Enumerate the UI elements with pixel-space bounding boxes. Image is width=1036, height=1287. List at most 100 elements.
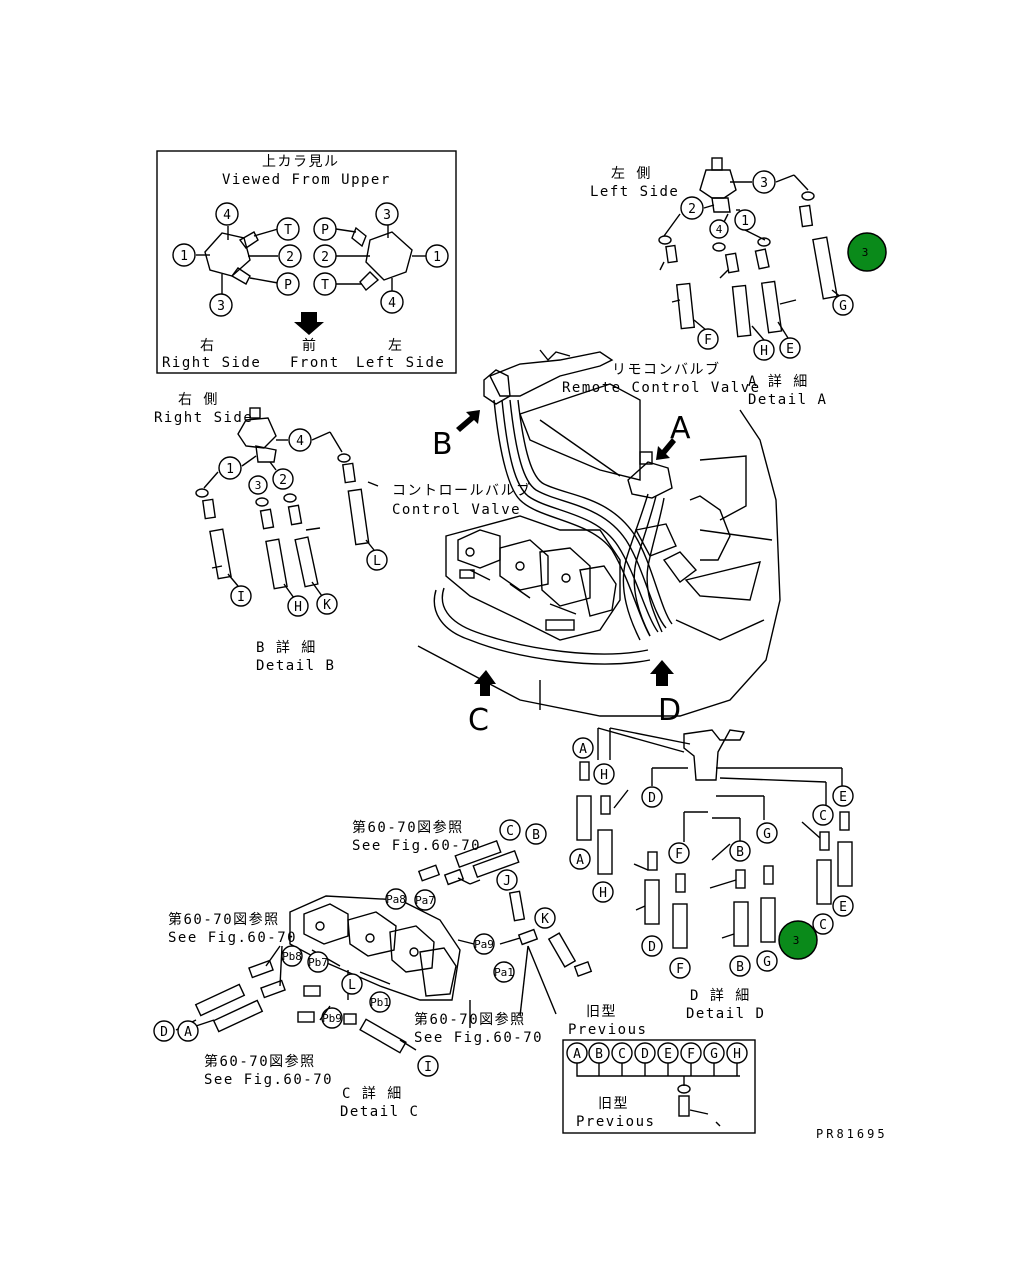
previous-letter-f: F	[687, 1047, 695, 1062]
legend-right-label-t: T	[321, 278, 329, 293]
detail-c-ref3-jp: 第60-70図参照	[414, 1011, 526, 1028]
detail-c-port-pb7: Pb7	[308, 956, 328, 969]
legend-left-label-p: P	[284, 278, 292, 293]
detail-d-bottom-label-d: D	[648, 940, 656, 955]
legend-right-label-3: 3	[383, 208, 391, 223]
detail-c-hose-d	[194, 983, 246, 1017]
detail-b: 右 側 Right Side 4 1 3 2 I H K	[154, 392, 388, 674]
legend-left-label-t: T	[284, 223, 292, 238]
detail-a-port-1: 1	[741, 214, 749, 229]
detail-a-hose-label-g: G	[839, 299, 847, 314]
legend-left-label-4: 4	[223, 208, 231, 223]
detail-d-hose-h	[597, 829, 613, 875]
detail-c-ref1-en: See Fig.60-70	[352, 838, 481, 854]
view-a-arrow-icon	[656, 438, 676, 460]
front-arrow-icon	[294, 312, 324, 335]
detail-d-bottom-label-h: H	[599, 886, 607, 901]
detail-b-port-2: 2	[279, 473, 287, 488]
previous-sub-en: Previous	[576, 1114, 655, 1130]
detail-c-port-pb8: Pb8	[282, 950, 302, 963]
remote-valve-jp: リモコンバルブ	[612, 361, 721, 378]
legend-box: 上カラ見ル Viewed From Upper 4 T 1 2 3 P	[156, 150, 457, 374]
previous-letter-c: C	[618, 1047, 626, 1062]
view-d-arrow-icon	[650, 660, 674, 686]
detail-a-port-2: 2	[688, 202, 696, 217]
detail-c-hose-label-l: L	[348, 978, 356, 993]
legend-right-label-1: 1	[433, 250, 441, 265]
detail-c-hose-label-a: A	[184, 1025, 192, 1040]
detail-b-port-4: 4	[296, 434, 304, 449]
detail-c-ref2-jp: 第60-70図参照	[168, 911, 280, 928]
detail-d-hose-g	[760, 897, 776, 943]
detail-b-title-en: Detail B	[256, 658, 335, 674]
detail-c-ref3-en: See Fig.60-70	[414, 1030, 543, 1046]
detail-d-hose-e	[837, 841, 853, 887]
detail-c-ref4-jp: 第60-70図参照	[204, 1053, 316, 1070]
legend-valve-right: 3 P 2 1 T 4	[313, 202, 449, 314]
detail-c-hose-b	[472, 849, 520, 879]
detail-d-bottom-label-b: B	[736, 960, 744, 975]
previous-letter-d: D	[641, 1047, 649, 1062]
detail-b-hose-l	[347, 488, 370, 546]
detail-a-hose-label-f: F	[704, 333, 712, 348]
detail-b-hose-i	[209, 528, 232, 580]
detail-c-hose-c	[454, 839, 502, 869]
legend-title-jp: 上カラ見ル	[262, 154, 340, 170]
detail-b-side-en: Right Side	[154, 410, 253, 426]
detail-d-top-label-c: C	[819, 809, 827, 824]
detail-a-port-3: 3	[760, 176, 768, 191]
detail-b-hose-label-k: K	[323, 598, 331, 613]
detail-c-hose-label-b: B	[532, 828, 540, 843]
detail-c-hose-a	[212, 999, 264, 1033]
pilot-hose-bundle	[493, 399, 651, 637]
previous-letter-h: H	[733, 1047, 741, 1062]
legend-right-label-p: P	[321, 223, 329, 238]
legend-frame	[156, 150, 457, 374]
remote-valve-en: Remote Control Valve	[562, 380, 761, 396]
detail-d-top-label-f: F	[675, 847, 683, 862]
previous-fitting	[678, 1095, 690, 1117]
legend-left-jp: 左	[388, 338, 404, 354]
view-letter-a: A	[670, 411, 691, 446]
legend-front-en: Front	[290, 355, 340, 371]
detail-d-title-en: Detail D	[686, 1006, 765, 1022]
previous-sub-jp: 旧型	[598, 1096, 629, 1112]
previous-letter-e: E	[664, 1047, 672, 1062]
detail-c-title-jp: C 詳 細	[342, 1086, 403, 1102]
previous-title-en: Previous	[568, 1022, 647, 1038]
previous-letter-b: B	[595, 1047, 603, 1062]
legend-left-en: Left Side	[356, 355, 445, 371]
detail-b-port-3: 3	[255, 479, 262, 492]
previous-letter-g: G	[710, 1047, 718, 1062]
detail-d-marker-label: 3	[793, 934, 800, 947]
detail-a-title-en: Detail A	[748, 392, 827, 408]
detail-c-hose-i	[359, 1018, 407, 1054]
detail-a-title-jp: A 詳 細	[748, 374, 809, 390]
detail-d-top-label-e: E	[839, 790, 847, 805]
detail-a-hose-e	[760, 280, 783, 334]
detail-a-port-4: 4	[716, 223, 723, 236]
detail-d-callout-marker[interactable]: 3	[778, 920, 818, 960]
legend-right-label-4: 4	[388, 296, 396, 311]
detail-c-hose-label-d: D	[160, 1025, 168, 1040]
drawing-number: PR81695	[816, 1127, 888, 1141]
previous-box: 旧型 Previous A B C D E F G H 旧型 Previous	[562, 1004, 756, 1134]
detail-d-bottom-label-e: E	[839, 900, 847, 915]
legend-valve-left: 4 T 1 2 3 P	[172, 202, 302, 317]
machine-outline	[417, 409, 781, 717]
detail-c-hose-label-c: C	[506, 824, 514, 839]
detail-d-hose-b	[733, 901, 749, 947]
control-valve-block	[445, 515, 621, 641]
detail-a-valve-head	[699, 169, 737, 199]
control-valve-jp: コントロールバルブ	[392, 482, 532, 499]
detail-a-hose-f	[675, 282, 696, 330]
detail-c-hose-k	[547, 932, 577, 968]
detail-c: 第60-70図参照 See Fig.60-70 第60-70図参照 See Fi…	[153, 819, 593, 1120]
detail-a-hose-g	[812, 236, 838, 300]
detail-d-hose-c	[816, 859, 832, 905]
detail-a-callout-marker[interactable]: 3	[847, 232, 887, 272]
detail-a-hose-label-h: H	[760, 344, 768, 359]
legend-front-jp: 前	[302, 337, 318, 354]
detail-c-port-pa9: Pa9	[474, 938, 494, 951]
